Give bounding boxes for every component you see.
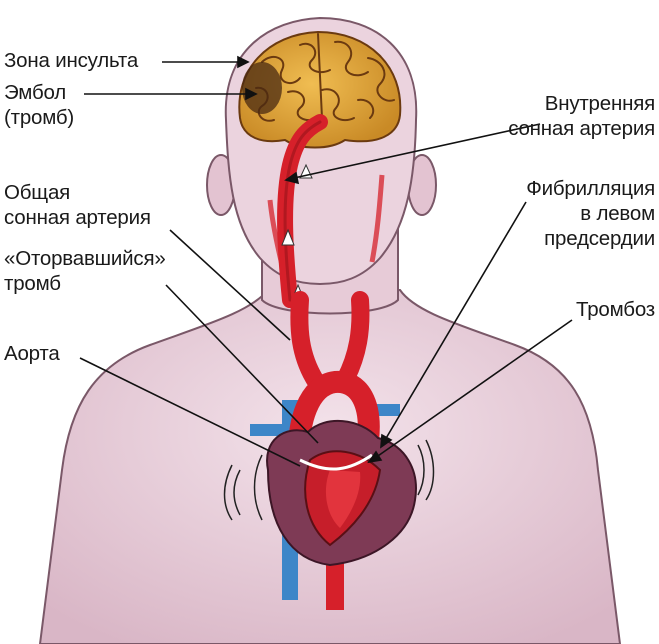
fibrillation-text-1: Фибрилляция — [526, 177, 655, 200]
internal-carotid-highlight — [283, 120, 322, 302]
label-detached-clot: «Оторвавшийся» тромб — [4, 246, 166, 296]
label-stroke-zone: Зона инсульта — [4, 48, 138, 73]
internal-carotid-text-1: Внутренняя — [544, 92, 655, 115]
label-common-carotid: Общая сонная артерия — [4, 180, 151, 230]
aorta-text: Аорта — [4, 342, 60, 365]
fibrillation-marks — [223, 439, 435, 521]
leader-lines — [79, 55, 573, 467]
label-thrombosis: Тромбоз — [576, 297, 655, 322]
label-embolus: Эмбол (тромб) — [4, 80, 74, 130]
heart-flow-line — [299, 453, 373, 471]
common-carotid-text-1: Общая — [4, 181, 71, 204]
detached-clot-text-2: тромб — [4, 272, 61, 295]
embolus-text-2: (тромб) — [4, 106, 75, 129]
common-carotid-left — [290, 291, 324, 389]
label-fibrillation: Фибрилляция в левом предсердии — [526, 176, 655, 251]
label-internal-carotid: Внутренняя сонная артерия — [508, 91, 655, 141]
thrombosis-text: Тромбоз — [576, 298, 655, 321]
face-artery-right — [369, 174, 385, 263]
label-aorta: Аорта — [4, 341, 60, 366]
internal-carotid-text-2: сонная артерия — [508, 117, 655, 140]
fibrillation-text-2: в левом — [580, 202, 655, 225]
stroke-zone-text: Зона инсульта — [4, 49, 139, 72]
heart-inner — [325, 470, 361, 528]
detached-clot-text-1: «Оторвавшийся» — [4, 247, 166, 270]
common-carotid-text-2: сонная артерия — [4, 206, 151, 229]
fibrillation-text-3: предсердии — [544, 227, 655, 250]
brain-folds — [255, 33, 395, 122]
face-artery-left — [267, 199, 285, 266]
stroke-zone-area — [242, 62, 282, 114]
embolus-text-1: Эмбол — [4, 81, 67, 104]
